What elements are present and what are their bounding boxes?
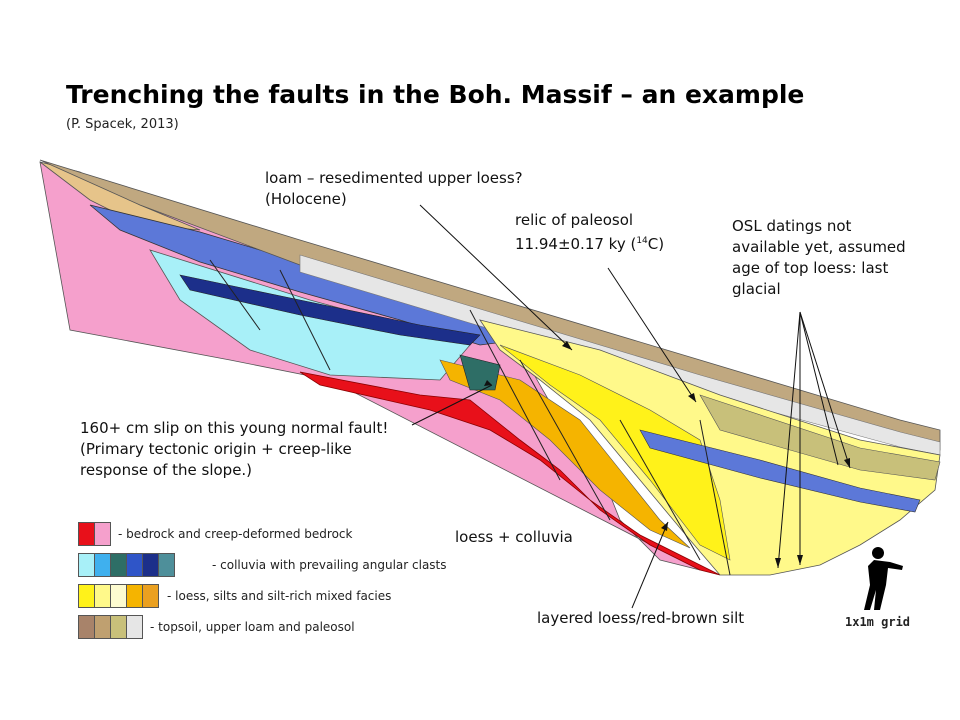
note-layered-loess: layered loess/red-brown silt [537, 609, 745, 627]
slide-subtitle: (P. Spacek, 2013) [66, 117, 179, 132]
legend-swatch [111, 616, 127, 638]
scale-figure-icon [864, 547, 903, 610]
legend-label-loess: - loess, silts and silt-rich mixed facie… [167, 589, 392, 603]
legend-swatches-loess [78, 584, 159, 608]
legend-swatch [111, 554, 127, 576]
colluvium-teal [459, 354, 501, 391]
pointer-arrowheads [484, 341, 850, 568]
loam-khaki [699, 394, 941, 481]
legend-swatch [95, 585, 111, 607]
note-osl: OSL datings not available yet, assumed a… [732, 217, 906, 298]
loess-orange [439, 359, 691, 549]
legend-swatches-bedrock [78, 522, 111, 546]
slide-title: Trenching the faults in the Boh. Massif … [66, 80, 805, 109]
note-loess-colluvia: loess + colluvia [455, 528, 573, 546]
note-relic-paleosol: relic of paleosol 11.94±0.17 ky (14C) [515, 211, 665, 253]
legend-swatch [95, 523, 110, 545]
legend-swatches-topsoil [78, 615, 143, 639]
loess-bright [499, 344, 731, 561]
legend-swatch [111, 585, 127, 607]
legend-swatch [127, 585, 143, 607]
legend-swatch [79, 554, 95, 576]
legend-swatch [127, 554, 143, 576]
fault-lines [209, 259, 731, 576]
legend-label-colluvia: - colluvia with prevailing angular clast… [212, 558, 447, 572]
scale-grid-label: 1x1m grid [845, 615, 911, 629]
legend-swatch [143, 585, 158, 607]
legend-swatch [143, 554, 159, 576]
note-slip: 160+ cm slip on this young normal fault!… [80, 418, 389, 481]
legend-swatch [79, 585, 95, 607]
legend-label-bedrock: - bedrock and creep-deformed bedrock [118, 527, 353, 541]
note-loam: loam – resedimented upper loess? (Holoce… [265, 169, 523, 208]
legend-swatch [79, 523, 95, 545]
legend-swatch [159, 554, 174, 576]
pointer-lines [411, 204, 851, 609]
legend-swatches-colluvia [78, 553, 175, 577]
legend-swatch [127, 616, 142, 638]
colluvium-blue-right [639, 429, 921, 513]
legend-swatch [79, 616, 95, 638]
legend-swatch [95, 616, 111, 638]
colluvium-navy [179, 274, 481, 346]
legend-label-topsoil: - topsoil, upper loam and paleosol [150, 620, 355, 634]
legend-swatch [95, 554, 111, 576]
